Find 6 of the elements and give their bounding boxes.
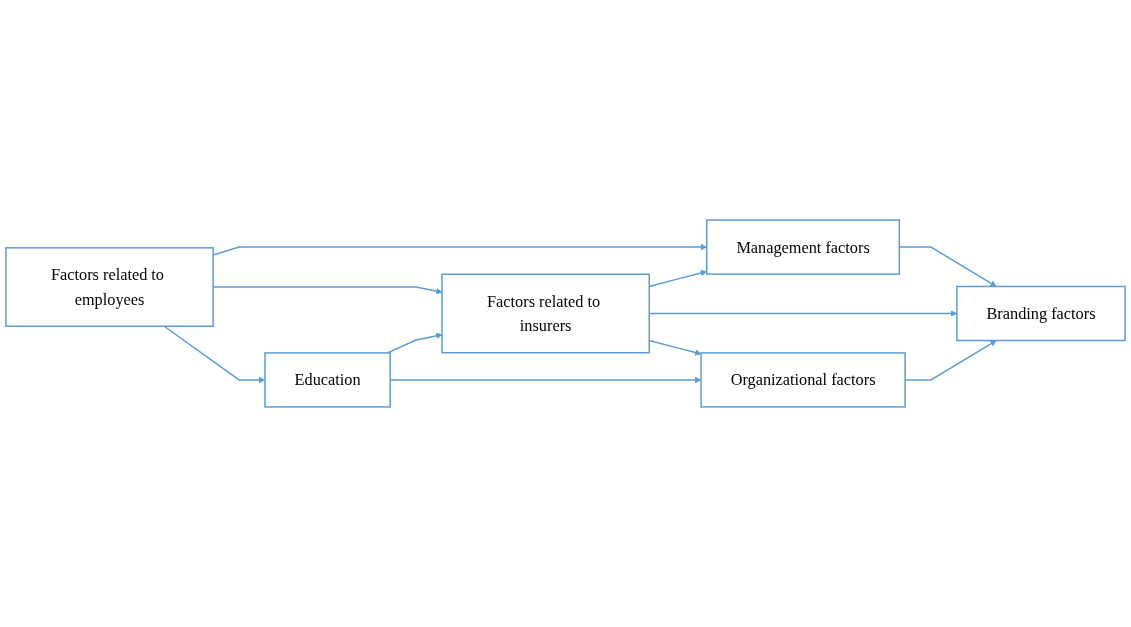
node-box: Branding factors	[956, 285, 1126, 342]
node-box: Factors related to employees	[5, 247, 214, 327]
node-box: Factors related to insurers	[441, 273, 650, 354]
node-box: Management factors	[706, 219, 901, 275]
node-box: Education	[264, 352, 391, 408]
node-box: Organizational factors	[700, 352, 906, 408]
